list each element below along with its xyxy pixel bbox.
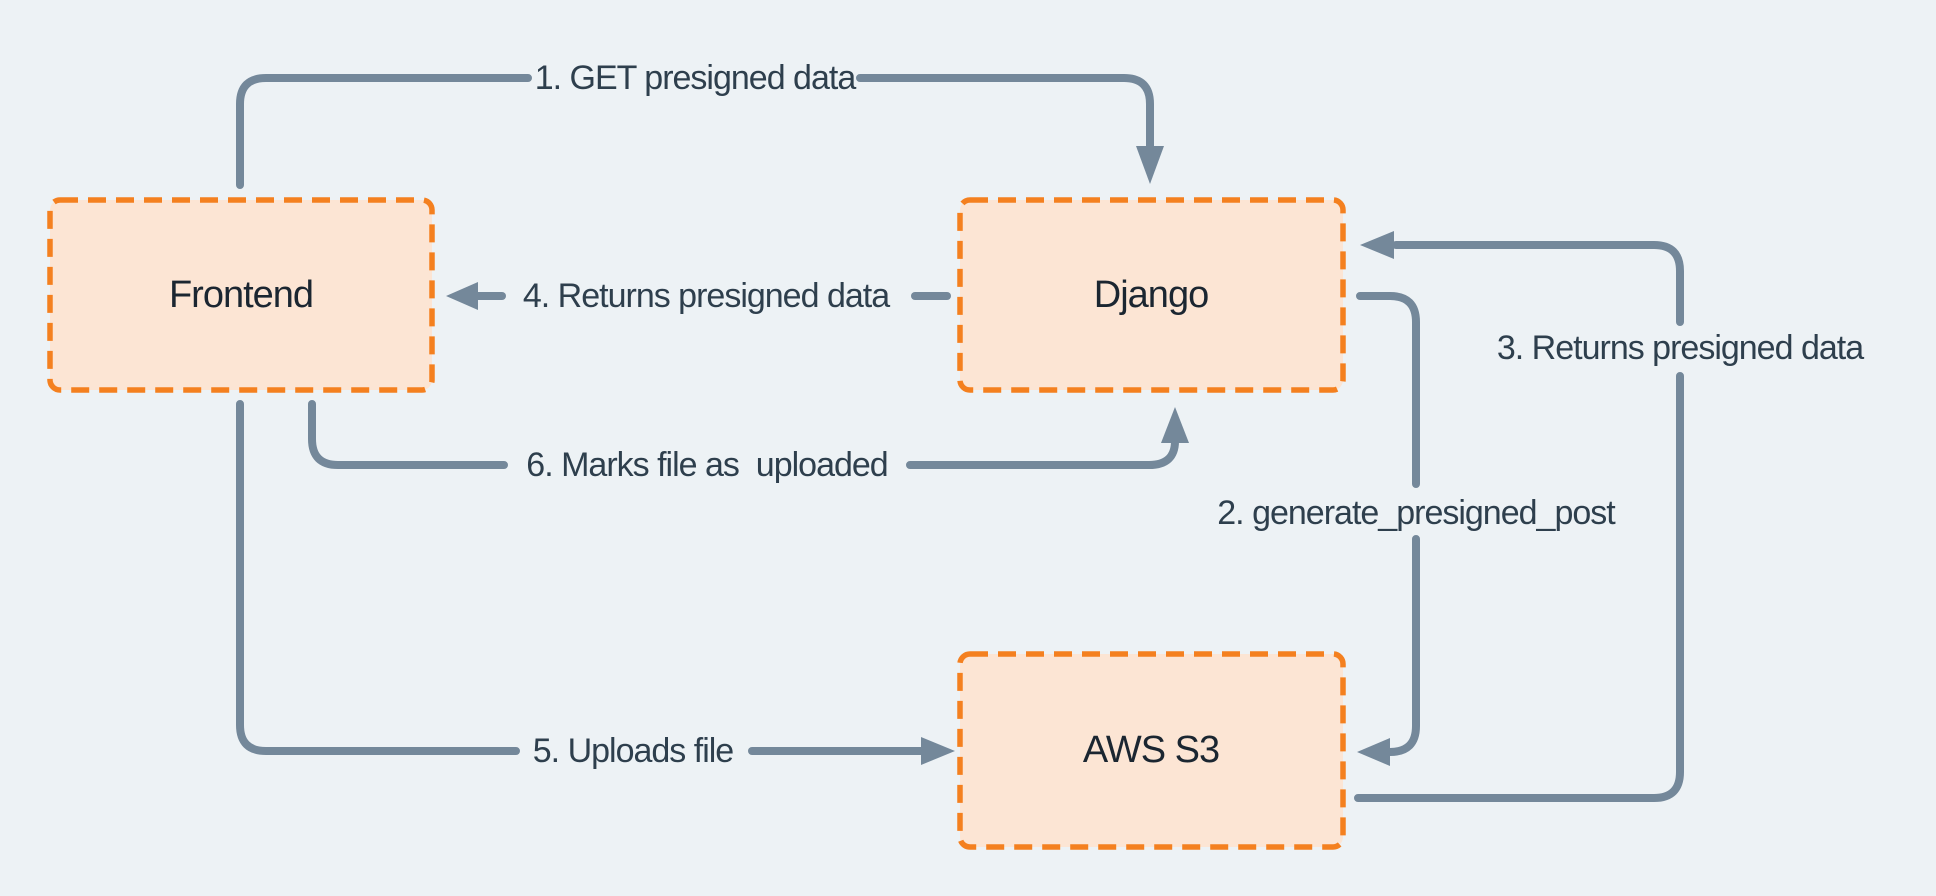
node-box-frontend	[47, 197, 435, 393]
edge-5-segment-a	[236, 400, 520, 755]
node-label-frontend: Frontend	[168, 274, 314, 316]
edge-1-segment-a	[236, 74, 532, 189]
edge-label-6-marks-file-as-uploaded: 6. Marks file as uploaded	[526, 446, 888, 484]
edge-2-arrowhead	[1357, 738, 1390, 766]
edge-3-arrowhead	[1360, 231, 1394, 259]
edge-6-segment-a	[308, 400, 508, 469]
edge-label-2-generate-presigned-post: 2. generate_presigned_post	[1217, 494, 1615, 532]
edge-3-segment-a	[1354, 372, 1684, 802]
edge-1-arrowhead	[1136, 146, 1164, 184]
edge-label-4-returns-presigned-data: 4. Returns presigned data	[522, 277, 890, 315]
edge-3-segment-b	[1392, 241, 1684, 326]
edge-label-1-get-presigned-data: 1. GET presigned data	[534, 59, 856, 97]
edge-4-arrowhead	[446, 282, 478, 310]
node-box-aws-s3	[957, 651, 1346, 850]
node-label-django: Django	[1093, 274, 1209, 316]
edge-label-3-returns-presigned-data: 3. Returns presigned data	[1496, 329, 1864, 367]
edge-label-5-uploads-file: 5. Uploads file	[532, 732, 734, 770]
edge-2-segment-a	[1356, 292, 1420, 488]
edge-6-segment-b	[906, 437, 1179, 469]
edge-6-arrowhead	[1161, 407, 1189, 443]
edge-1-segment-b	[856, 74, 1154, 152]
edge-5-arrowhead	[921, 737, 955, 765]
node-label-aws-s3: AWS S3	[1082, 729, 1220, 771]
node-box-django	[957, 197, 1346, 393]
edge-2-segment-b	[1384, 535, 1420, 756]
